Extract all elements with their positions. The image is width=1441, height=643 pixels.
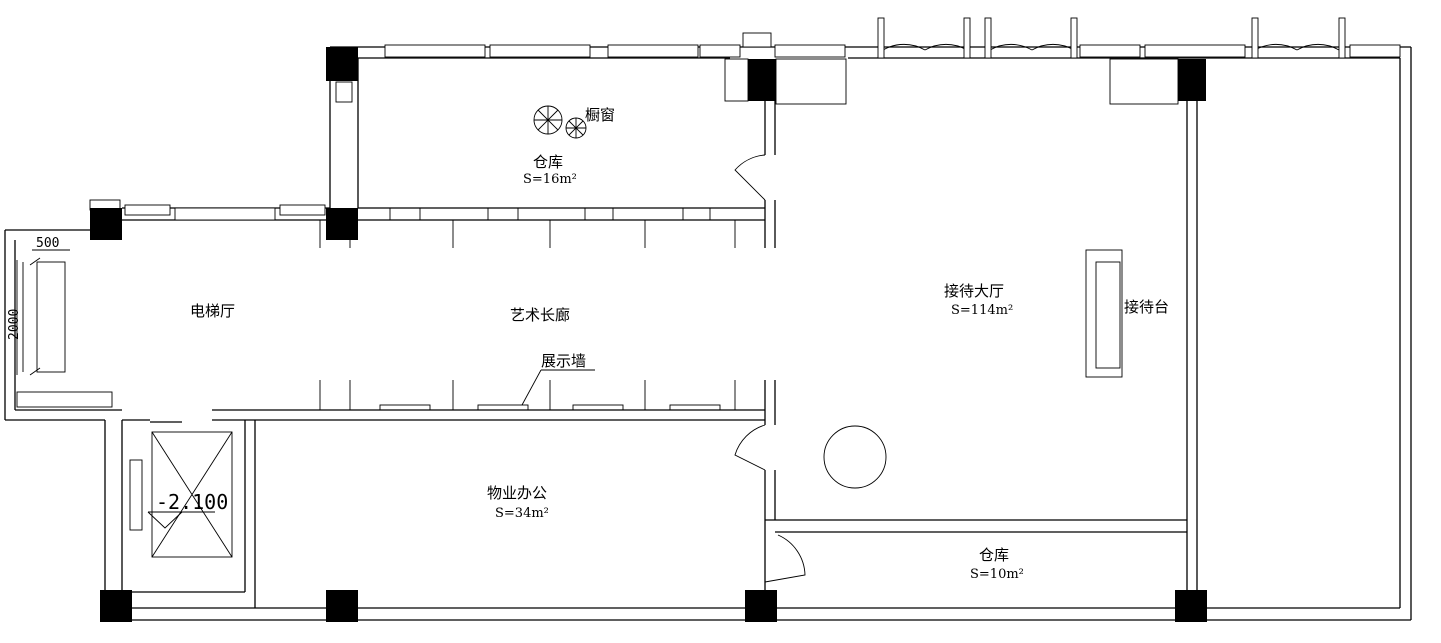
reception-hall-name: 接待大厅 [944, 282, 1004, 300]
display-wall-label: 展示墙 [541, 352, 586, 370]
structural-columns [90, 47, 1207, 622]
plant-symbols [533, 105, 587, 139]
storage-bottom-area: S=10m² [970, 567, 1024, 582]
windows [89, 32, 1401, 221]
elevation-label: -2.100 [156, 490, 228, 514]
dimension-500: 500 [36, 236, 59, 251]
storage-bottom-name: 仓库 [979, 546, 1009, 564]
art-corridor-name: 艺术长廊 [510, 306, 570, 324]
reception-hall-area: S=114m² [951, 303, 1013, 318]
reception-desk-label: 接待台 [1124, 298, 1169, 316]
elevator-car [129, 421, 233, 558]
entrance-doors [877, 17, 1346, 59]
showcase-label: 橱窗 [585, 106, 615, 124]
elevator-bench [16, 249, 113, 408]
display-wall-leader [521, 369, 595, 406]
round-table [823, 425, 887, 489]
storage-top-name: 仓库 [533, 153, 563, 171]
property-office-name: 物业办公 [487, 484, 547, 502]
outer-walls [4, 46, 1412, 621]
dimension-2000: 2000 [7, 309, 22, 340]
property-office-area: S=34m² [495, 506, 549, 521]
elevator-hall-name: 电梯厅 [190, 302, 235, 320]
corridor-piers [319, 208, 736, 411]
recesses [335, 58, 1179, 105]
dimension-lines [16, 249, 70, 375]
storage-top-area: S=16m² [523, 172, 577, 187]
reception-desk [1085, 249, 1123, 378]
interior-doors [734, 154, 806, 583]
